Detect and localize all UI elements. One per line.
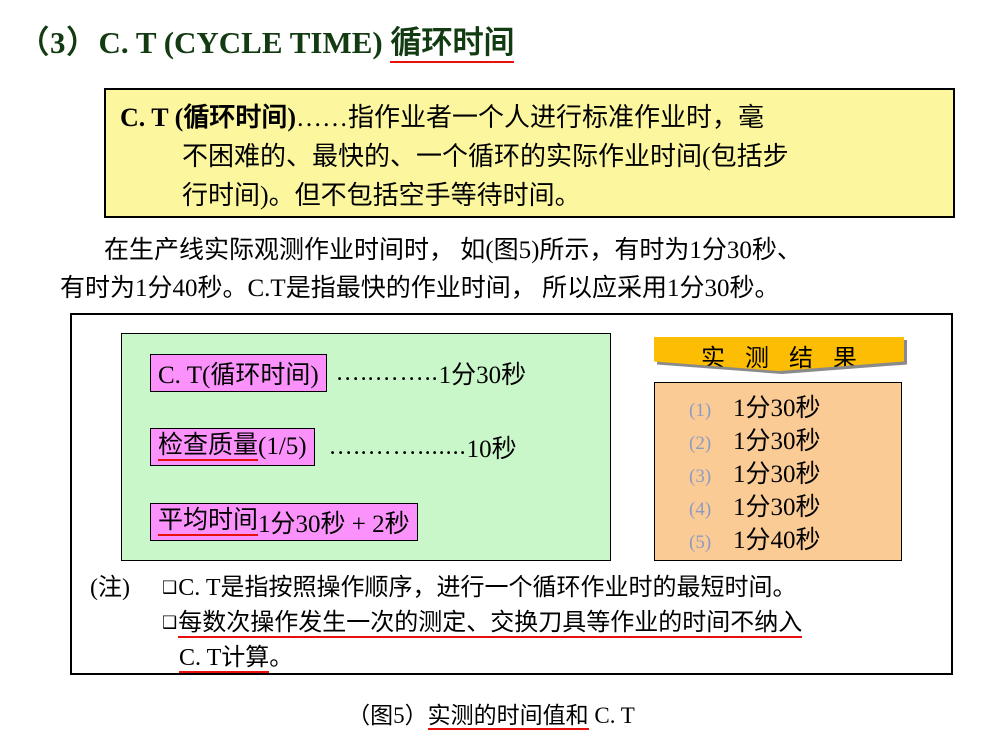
measurement-panel: C. T(循环时间) …..…….. 1分30秒 检查质量(1/5) …..……… [121,333,611,561]
result-index: (4) [689,499,712,520]
result-index: (1) [689,400,712,421]
table-row: (5) 1分40秒 [655,520,901,554]
definition-line-1-text: ……指作业者一个人进行标准作业时，毫 [296,103,765,132]
figure-caption-underlined: 实测的时间值和 [427,703,589,730]
intro-paragraph: 在生产线实际观测作业时间时， 如(图5)所示，有时为1分30秒、 有时为1分40… [60,232,965,308]
figure-notes: (注) ❑C. T是指按照操作顺序，进行一个循环作业时的最短时间。 ❑每数次操作… [90,571,930,676]
leader-dots: …..…….. [335,359,439,386]
measurement-label-text: C. T(循环时间) [158,362,319,389]
measurement-label-suffix: 1分30秒 + 2秒 [258,511,410,538]
table-row: (1) 1分30秒 [655,388,901,422]
figure-caption: （图5）实测的时间值和 C. T [0,696,982,730]
result-value: 1分30秒 [733,494,821,521]
measurement-row: 检查质量(1/5) …..……....... 10秒 [122,426,610,468]
table-row: (3) 1分30秒 [655,454,901,488]
measurement-value: 10秒 [466,436,517,463]
intro-paragraph-line-1: 在生产线实际观测作业时间时， 如(图5)所示，有时为1分30秒、 [104,237,802,264]
note-text: 每数次操作发生一次的测定、交换刀具等作业的时间不纳入 [178,610,803,638]
definition-line-2: 不困难的、最快的、一个循环的实际作业时间(包括步 [182,142,789,171]
page-title-number: （3） [18,25,99,60]
note-item: ❑C. T是指按照操作顺序，进行一个循环作业时的最短时间。 [162,571,930,606]
definition-callout-box: C. T (循环时间)……指作业者一个人进行标准作业时，毫 不困难的、最快的、一… [104,88,955,218]
result-value: 1分30秒 [733,395,821,422]
measurement-row: C. T(循环时间) …..…….. 1分30秒 [122,352,610,394]
figure-caption-suffix: C. T [588,703,635,728]
definition-line-1: C. T (循环时间)……指作业者一个人进行标准作业时，毫 [120,98,939,137]
note-text: C. T计算 [179,645,270,673]
result-value: 1分30秒 [733,428,821,455]
figure-caption-prefix: （图5） [347,703,428,728]
page-title: （3）C. T (CYCLE TIME) 循环时间 [18,17,515,63]
result-index: (2) [689,433,712,454]
measurement-value: 1分30秒 [438,362,527,389]
measurement-label-quality-check: 检查质量(1/5) [150,428,315,466]
figure-frame: C. T(循环时间) …..…….. 1分30秒 检查质量(1/5) …..……… [70,313,953,675]
square-bullet-icon: ❑ [162,578,178,598]
table-row: (4) 1分30秒 [655,487,901,521]
square-bullet-icon: ❑ [162,613,178,633]
notes-tag: (注) [90,575,130,601]
table-row: (2) 1分30秒 [655,421,901,455]
measurement-label-average-time: 平均时间 1分30秒 + 2秒 [150,503,418,541]
result-index: (3) [689,466,712,487]
note-text-tail: 。 [269,645,294,671]
results-banner-label: 实 测 结 果 [701,346,864,372]
page-title-english: C. T (CYCLE TIME) [98,25,383,60]
note-item: ❑每数次操作发生一次的测定、交换刀具等作业的时间不纳入 [162,606,930,641]
measurement-label-text: 检查质量 [158,432,259,462]
result-value: 1分30秒 [733,461,821,488]
note-text: C. T是指按照操作顺序，进行一个循环作业时的最短时间。 [178,575,797,601]
notes-lines: ❑C. T是指按照操作顺序，进行一个循环作业时的最短时间。 ❑每数次操作发生一次… [162,571,930,676]
result-value: 1分40秒 [733,527,821,554]
definition-text: C. T (循环时间)……指作业者一个人进行标准作业时，毫 不困难的、最快的、一… [106,90,953,215]
measurement-label-suffix: (1/5) [258,433,307,460]
definition-line-3: 行时间)。但不包括空手等待时间。 [182,181,581,210]
note-continuation: C. T计算。 [162,641,930,676]
leader-dots: …..……....... [328,433,467,460]
measured-results-table: (1) 1分30秒 (2) 1分30秒 (3) 1分30秒 (4) 1分30秒 … [654,382,902,561]
definition-lead-term: C. T (循环时间) [120,103,296,132]
measurement-row: 平均时间 1分30秒 + 2秒 [122,501,610,543]
result-index: (5) [689,532,712,553]
measurement-label-text: 平均时间 [158,507,259,537]
intro-paragraph-line-2: 有时为1分40秒。C.T是指最快的作业时间， 所以应采用1分30秒。 [60,275,780,302]
measurement-label-cycle-time: C. T(循环时间) [150,354,327,392]
page-title-chinese: 循环时间 [390,25,515,63]
